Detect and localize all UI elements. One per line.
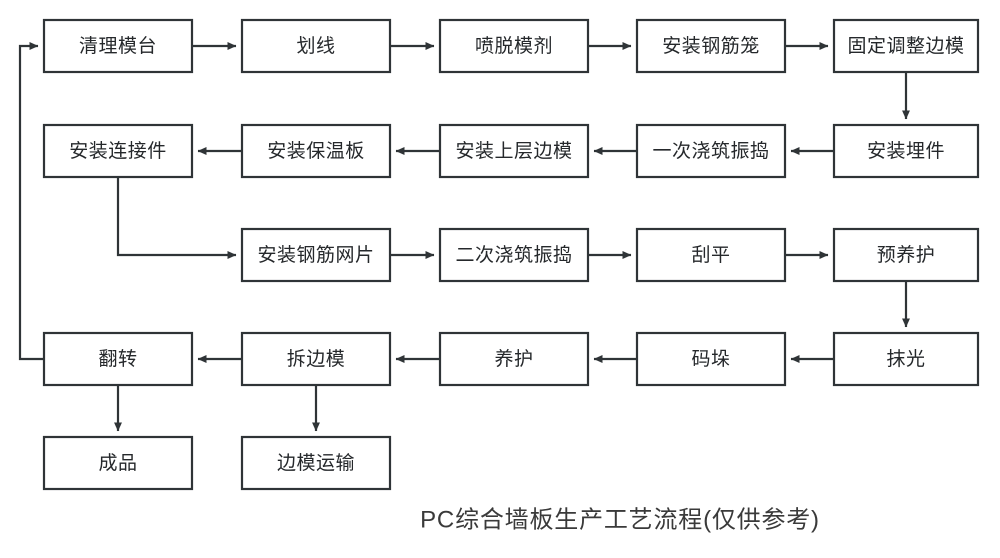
process-node-box[interactable] (240, 123, 392, 179)
process-node[interactable]: 码垛 (635, 331, 787, 387)
process-node-label: 预养护 (877, 244, 936, 266)
process-node-label: 清理模台 (79, 35, 157, 57)
process-node[interactable]: 拆边模 (240, 331, 392, 387)
process-node-box[interactable] (832, 331, 980, 387)
process-node-box[interactable] (240, 435, 392, 491)
process-node[interactable]: 固定调整边模 (832, 18, 980, 74)
process-node-box[interactable] (438, 18, 590, 74)
process-node-box[interactable] (832, 227, 980, 283)
process-node[interactable]: 抹光 (832, 331, 980, 387)
process-node-label: 安装保温板 (267, 140, 365, 162)
process-node-label: 安装钢筋笼 (662, 35, 760, 57)
process-node-box[interactable] (635, 331, 787, 387)
process-node-label: 二次浇筑振捣 (455, 244, 572, 266)
process-node-label: 安装钢筋网片 (257, 244, 374, 266)
process-node-box[interactable] (240, 18, 392, 74)
process-node-box[interactable] (42, 18, 194, 74)
process-node-box[interactable] (42, 435, 194, 491)
process-node-label: 一次浇筑振捣 (652, 140, 769, 162)
process-node[interactable]: 划线 (240, 18, 392, 74)
process-node-label: 成品 (98, 452, 137, 474)
process-node-label: 养护 (494, 348, 533, 370)
process-node-label: 固定调整边模 (847, 35, 964, 57)
process-node[interactable]: 一次浇筑振捣 (635, 123, 787, 179)
process-node-label: 划线 (296, 35, 335, 57)
connector-arrow (18, 42, 44, 361)
process-node[interactable]: 养护 (438, 331, 590, 387)
process-node-box[interactable] (42, 331, 194, 387)
process-node-box[interactable] (438, 123, 590, 179)
process-node-box[interactable] (438, 227, 590, 283)
process-node-box[interactable] (635, 123, 787, 179)
process-node[interactable]: 清理模台 (42, 18, 194, 74)
diagram-caption: PC综合墙板生产工艺流程(仅供参考) (420, 506, 820, 533)
process-node[interactable]: 安装钢筋笼 (635, 18, 787, 74)
process-node-label: 安装上层边模 (455, 140, 572, 162)
process-node[interactable]: 安装连接件 (42, 123, 194, 179)
connector-arrow (116, 177, 237, 259)
process-node-box[interactable] (240, 331, 392, 387)
process-node[interactable]: 刮平 (635, 227, 787, 283)
process-node-label: 喷脱模剂 (475, 35, 553, 57)
process-node-label: 安装连接件 (69, 140, 167, 162)
process-node-box[interactable] (240, 227, 392, 283)
process-node-box[interactable] (438, 331, 590, 387)
process-node-label: 安装埋件 (867, 140, 945, 162)
process-node-label: 码垛 (691, 348, 730, 370)
process-node[interactable]: 安装埋件 (832, 123, 980, 179)
process-node[interactable]: 翻转 (42, 331, 194, 387)
process-node-box[interactable] (832, 18, 980, 74)
process-node[interactable]: 安装保温板 (240, 123, 392, 179)
process-node[interactable]: 安装钢筋网片 (240, 227, 392, 283)
process-node-label: 抹光 (886, 348, 925, 370)
process-node-label: 边模运输 (277, 452, 355, 474)
connector-layer (18, 42, 910, 432)
process-node[interactable]: 预养护 (832, 227, 980, 283)
process-node[interactable]: 喷脱模剂 (438, 18, 590, 74)
process-node[interactable]: 边模运输 (240, 435, 392, 491)
process-node-box[interactable] (635, 18, 787, 74)
process-node[interactable]: 成品 (42, 435, 194, 491)
process-node-box[interactable] (42, 123, 194, 179)
process-node-label: 拆边模 (287, 348, 346, 370)
process-node[interactable]: 安装上层边模 (438, 123, 590, 179)
process-node-label: 刮平 (691, 244, 730, 266)
process-node-label: 翻转 (98, 348, 137, 370)
process-node[interactable]: 二次浇筑振捣 (438, 227, 590, 283)
process-node-box[interactable] (635, 227, 787, 283)
process-node-box[interactable] (832, 123, 980, 179)
